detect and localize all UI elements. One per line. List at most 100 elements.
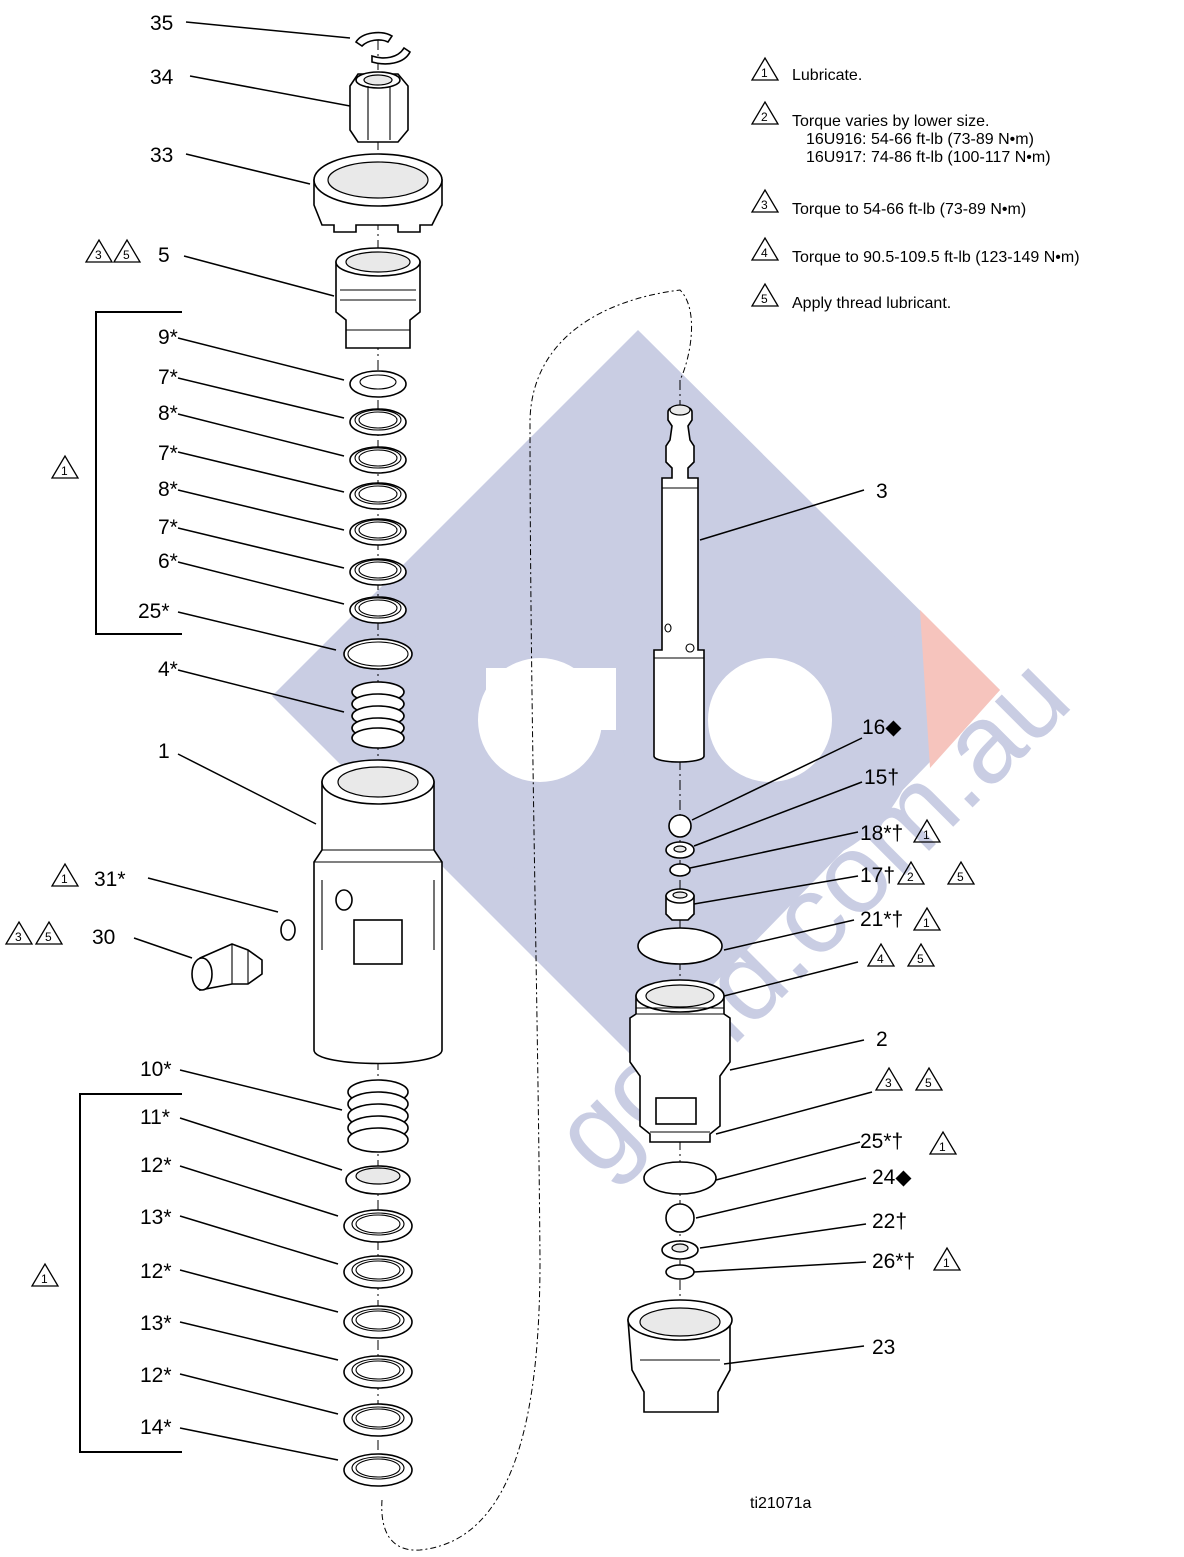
ring-25	[343, 638, 413, 670]
callout-4: 4*	[158, 658, 178, 681]
note-2-line-3: 16U917: 74-86 ft-lb (100-117 N•m)	[806, 149, 1051, 166]
part-35-clip	[354, 31, 412, 65]
callout-34: 34	[150, 66, 174, 89]
svg-text:2: 2	[907, 870, 914, 884]
left-callouts: 35 34 33 5 9* 7* 8* 7* 8* 7* 6* 25* 4* 1…	[92, 12, 178, 1439]
callout-17: 17†	[860, 864, 895, 887]
callout-9: 9*	[158, 326, 178, 349]
callout-21-symbol-1: 1	[912, 906, 942, 931]
lower-packing-stack	[343, 1165, 413, 1487]
part-33-gland-nut	[313, 153, 443, 233]
callout-17-symbol-5: 5	[946, 860, 976, 885]
svg-text:1: 1	[939, 1140, 946, 1154]
callout-2t-symbol-5: 5	[906, 942, 936, 967]
upper-packing-stack	[343, 370, 413, 670]
svg-text:5: 5	[917, 952, 924, 966]
ring-13b	[343, 1355, 413, 1389]
ring-11	[345, 1165, 411, 1195]
ring-12c	[343, 1403, 413, 1437]
part-18-oring	[669, 863, 691, 877]
part-10-spring	[347, 1079, 409, 1153]
part-23-foot-valve-housing	[627, 1299, 733, 1413]
callout-8b: 8*	[158, 478, 178, 501]
bracket-upper-packings	[95, 311, 182, 635]
part-21-oring	[637, 927, 723, 965]
svg-text:1: 1	[61, 464, 68, 478]
callout-6: 6*	[158, 550, 178, 573]
callout-31: 31*	[94, 868, 126, 891]
svg-text:3: 3	[761, 198, 768, 212]
callout-1: 1	[158, 740, 170, 763]
ring-7c	[349, 558, 407, 586]
svg-text:1: 1	[943, 1256, 950, 1270]
callout-25: 25*	[138, 600, 170, 623]
svg-text:3: 3	[15, 930, 22, 944]
svg-text:5: 5	[123, 248, 130, 262]
note-1-text: Lubricate.	[792, 67, 862, 84]
callout-23: 23	[872, 1336, 895, 1359]
bracket-lower-symbol: 1	[30, 1262, 60, 1287]
ring-14	[343, 1453, 413, 1487]
svg-text:4: 4	[877, 952, 884, 966]
callout-7b: 7*	[158, 442, 178, 465]
callout-2b-symbol-3: 3	[874, 1066, 904, 1091]
right-callouts: 3 16◆ 15† 18*† 17† 21*† 2 25*† 24◆ 22† 2…	[860, 480, 915, 1359]
part-16-ball	[668, 814, 692, 838]
svg-text:1: 1	[761, 66, 768, 80]
part-31-oring	[280, 919, 296, 941]
ring-12b	[343, 1305, 413, 1339]
svg-text:2: 2	[761, 110, 768, 124]
svg-text:3: 3	[95, 248, 102, 262]
legend-symbol-2: 2	[750, 100, 780, 125]
callout-5-symbol-5: 5	[112, 238, 142, 263]
svg-text:4: 4	[761, 246, 768, 260]
callout-12a: 12*	[140, 1154, 172, 1177]
part-26-oring	[665, 1264, 695, 1280]
part-24-ball	[665, 1203, 695, 1233]
ring-7b	[349, 482, 407, 510]
ring-7a	[349, 408, 407, 436]
part-15-seat	[665, 841, 695, 859]
ring-9	[349, 370, 407, 398]
note-2-line-2: 16U916: 54-66 ft-lb (73-89 N•m)	[806, 131, 1034, 148]
note-5-text: Apply thread lubricant.	[792, 295, 951, 312]
ring-13a	[343, 1255, 413, 1289]
callout-7a: 7*	[158, 366, 178, 389]
part-1-cylinder	[313, 759, 443, 1065]
callout-11: 11*	[140, 1106, 170, 1129]
callout-15: 15†	[864, 766, 899, 789]
part-4-spring	[351, 681, 405, 749]
callout-30-symbol-3: 3	[4, 920, 34, 945]
callout-13b: 13*	[140, 1312, 172, 1335]
callout-22: 22†	[872, 1210, 907, 1233]
part-25r-oring	[643, 1161, 717, 1195]
figure-id: ti21071a	[750, 1495, 811, 1512]
part-2-intake-housing	[629, 979, 731, 1143]
callout-25r-symbol-1: 1	[928, 1130, 958, 1155]
callout-8a: 8*	[158, 402, 178, 425]
svg-text:5: 5	[45, 930, 52, 944]
svg-text:5: 5	[761, 292, 768, 306]
callout-2: 2	[876, 1028, 888, 1051]
ring-8b	[349, 518, 407, 546]
svg-text:1: 1	[41, 1272, 48, 1286]
callout-18: 18*†	[860, 822, 903, 845]
ring-6	[349, 596, 407, 624]
callout-18-symbol-1: 1	[912, 818, 942, 843]
svg-text:3: 3	[885, 1076, 892, 1090]
callout-33: 33	[150, 144, 173, 167]
legend-symbol-4: 4	[750, 236, 780, 261]
callout-5: 5	[158, 244, 170, 267]
callout-25r: 25*†	[860, 1130, 903, 1153]
callout-2b-symbol-5: 5	[914, 1066, 944, 1091]
callout-3: 3	[876, 480, 888, 503]
svg-text:1: 1	[61, 872, 68, 886]
callout-5-symbol-3: 3	[84, 238, 114, 263]
callout-24: 24◆	[872, 1166, 912, 1189]
callout-30: 30	[92, 926, 115, 949]
callout-16: 16◆	[862, 716, 902, 739]
note-4-text: Torque to 90.5-109.5 ft-lb (123-149 N•m)	[792, 249, 1080, 266]
legend-symbol-3: 3	[750, 188, 780, 213]
